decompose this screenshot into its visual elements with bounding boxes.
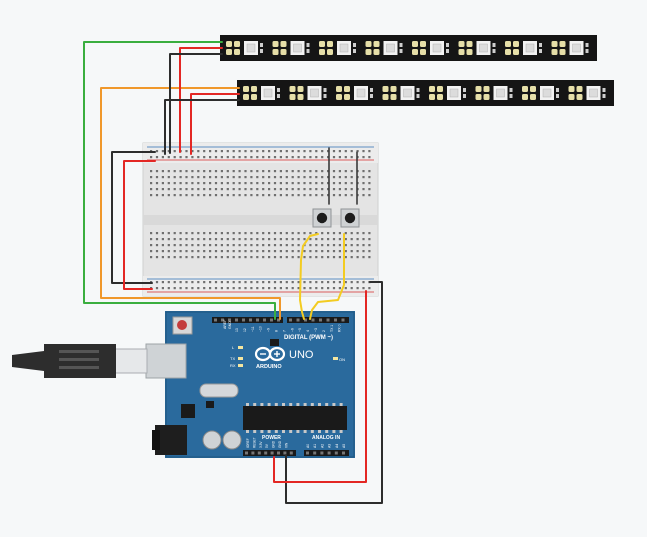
wire-red-strip-bottom-power[interactable] <box>190 93 240 155</box>
usb-connector <box>12 343 187 379</box>
rx-label: RX <box>230 363 236 368</box>
led-pixel <box>336 86 373 100</box>
capacitor-2 <box>222 430 242 450</box>
digital-pin-label: RX 0 <box>338 324 342 332</box>
digital-pin-label: 8 <box>275 330 279 332</box>
digital-pin-label: 2 <box>322 330 326 332</box>
digital-header-left[interactable] <box>212 317 283 323</box>
wire-green-strip-top-data[interactable] <box>83 41 276 320</box>
digital-pin-label: ~6 <box>290 328 294 332</box>
led-pixel <box>475 86 513 100</box>
wire-orange-strip-bottom-data[interactable] <box>100 87 281 320</box>
capacitor-1 <box>202 430 222 450</box>
power-pin-label: GND <box>278 440 282 448</box>
power-jack <box>152 425 187 455</box>
led-pixel <box>522 86 559 100</box>
led-pixel <box>412 41 449 55</box>
digital-pin-label: 7 <box>282 330 286 332</box>
led-pixel <box>272 41 310 55</box>
led-pixel <box>289 86 327 100</box>
led-pixel <box>382 86 420 100</box>
analog-header[interactable] <box>304 450 349 456</box>
analog-label: ANALOG IN <box>312 435 340 441</box>
led-pixel <box>365 41 403 55</box>
analog-pin-label: A2 <box>320 444 324 448</box>
digital-label: DIGITAL (PWM ~) <box>284 335 333 341</box>
power-pin-label: VIN <box>284 442 288 448</box>
led-pixel <box>551 41 589 55</box>
power-pin-label: 3.3V <box>259 441 263 448</box>
arduino-logo-text: ARDUINO <box>256 364 282 370</box>
wire-yellow-button-left[interactable] <box>299 233 319 320</box>
push-button-left[interactable] <box>312 208 332 228</box>
digital-pin-label: ~10 <box>259 326 263 332</box>
digital-pin-label: ~11 <box>251 326 255 332</box>
led-pixel <box>458 41 496 55</box>
power-pin-label: RESET <box>252 437 256 448</box>
tx-label: TX <box>230 356 235 361</box>
analog-pin-label: A5 <box>342 444 346 448</box>
power-header[interactable] <box>243 450 296 456</box>
digital-pin-label: 12 <box>243 328 247 332</box>
led-pixel <box>505 41 542 55</box>
gnd-label: GND <box>228 321 232 329</box>
strip-top-pixels <box>226 41 589 55</box>
power-pin-label: GND <box>272 440 276 448</box>
analog-pin-label: A1 <box>313 444 317 448</box>
power-pin-label: IOREF <box>246 438 250 448</box>
strip-bottom-pixels <box>243 86 606 100</box>
uno-label: UNO <box>289 349 314 361</box>
arduino-infinity-logo <box>254 346 286 362</box>
wire-black-left-rail-ground[interactable] <box>111 151 156 284</box>
led-strip-bottom[interactable] <box>237 80 614 106</box>
led-pixel <box>568 86 606 100</box>
wire-black-strip-top-ground[interactable] <box>169 53 223 154</box>
aref-label: AREF <box>223 320 227 329</box>
l-led-label: L <box>232 345 235 350</box>
breadboard[interactable] <box>142 142 379 297</box>
wire-red-5v-return[interactable] <box>273 290 367 483</box>
power-pin-label: 5V <box>265 443 269 448</box>
digital-pin-label: 4 <box>306 330 310 332</box>
on-led-label: ON <box>339 357 345 362</box>
reset-button[interactable] <box>172 316 193 335</box>
wire-red-left-rail-power[interactable] <box>123 160 156 290</box>
crystal <box>199 383 239 398</box>
digital-pin-label: ~9 <box>267 328 271 332</box>
microcontroller-chip <box>243 403 347 433</box>
wire-yellow-button-right[interactable] <box>309 233 345 320</box>
digital-pin-label: 13 <box>235 328 239 332</box>
digital-pin-label: ~3 <box>314 328 318 332</box>
wire-red-strip-top-power[interactable] <box>179 47 223 153</box>
led-pixel <box>319 41 356 55</box>
led-pixel <box>243 86 280 100</box>
wire-black-strip-bottom-ground[interactable] <box>164 99 240 155</box>
digital-pin-label: TX 1 <box>330 325 334 332</box>
wire-black-ground-return[interactable] <box>285 281 383 504</box>
breadboard-holes <box>150 150 371 290</box>
push-button-right[interactable] <box>340 208 360 228</box>
usb-chip <box>181 404 195 418</box>
led-pixel <box>429 86 466 100</box>
analog-pin-label: A4 <box>335 444 339 448</box>
power-label: POWER <box>262 435 281 441</box>
led-pixel <box>226 41 263 55</box>
digital-header-right[interactable] <box>287 317 349 323</box>
analog-pin-label: A3 <box>328 444 332 448</box>
digital-pin-label: ~5 <box>298 328 302 332</box>
led-strip-top[interactable] <box>220 35 597 61</box>
analog-pin-label: A0 <box>306 444 310 448</box>
